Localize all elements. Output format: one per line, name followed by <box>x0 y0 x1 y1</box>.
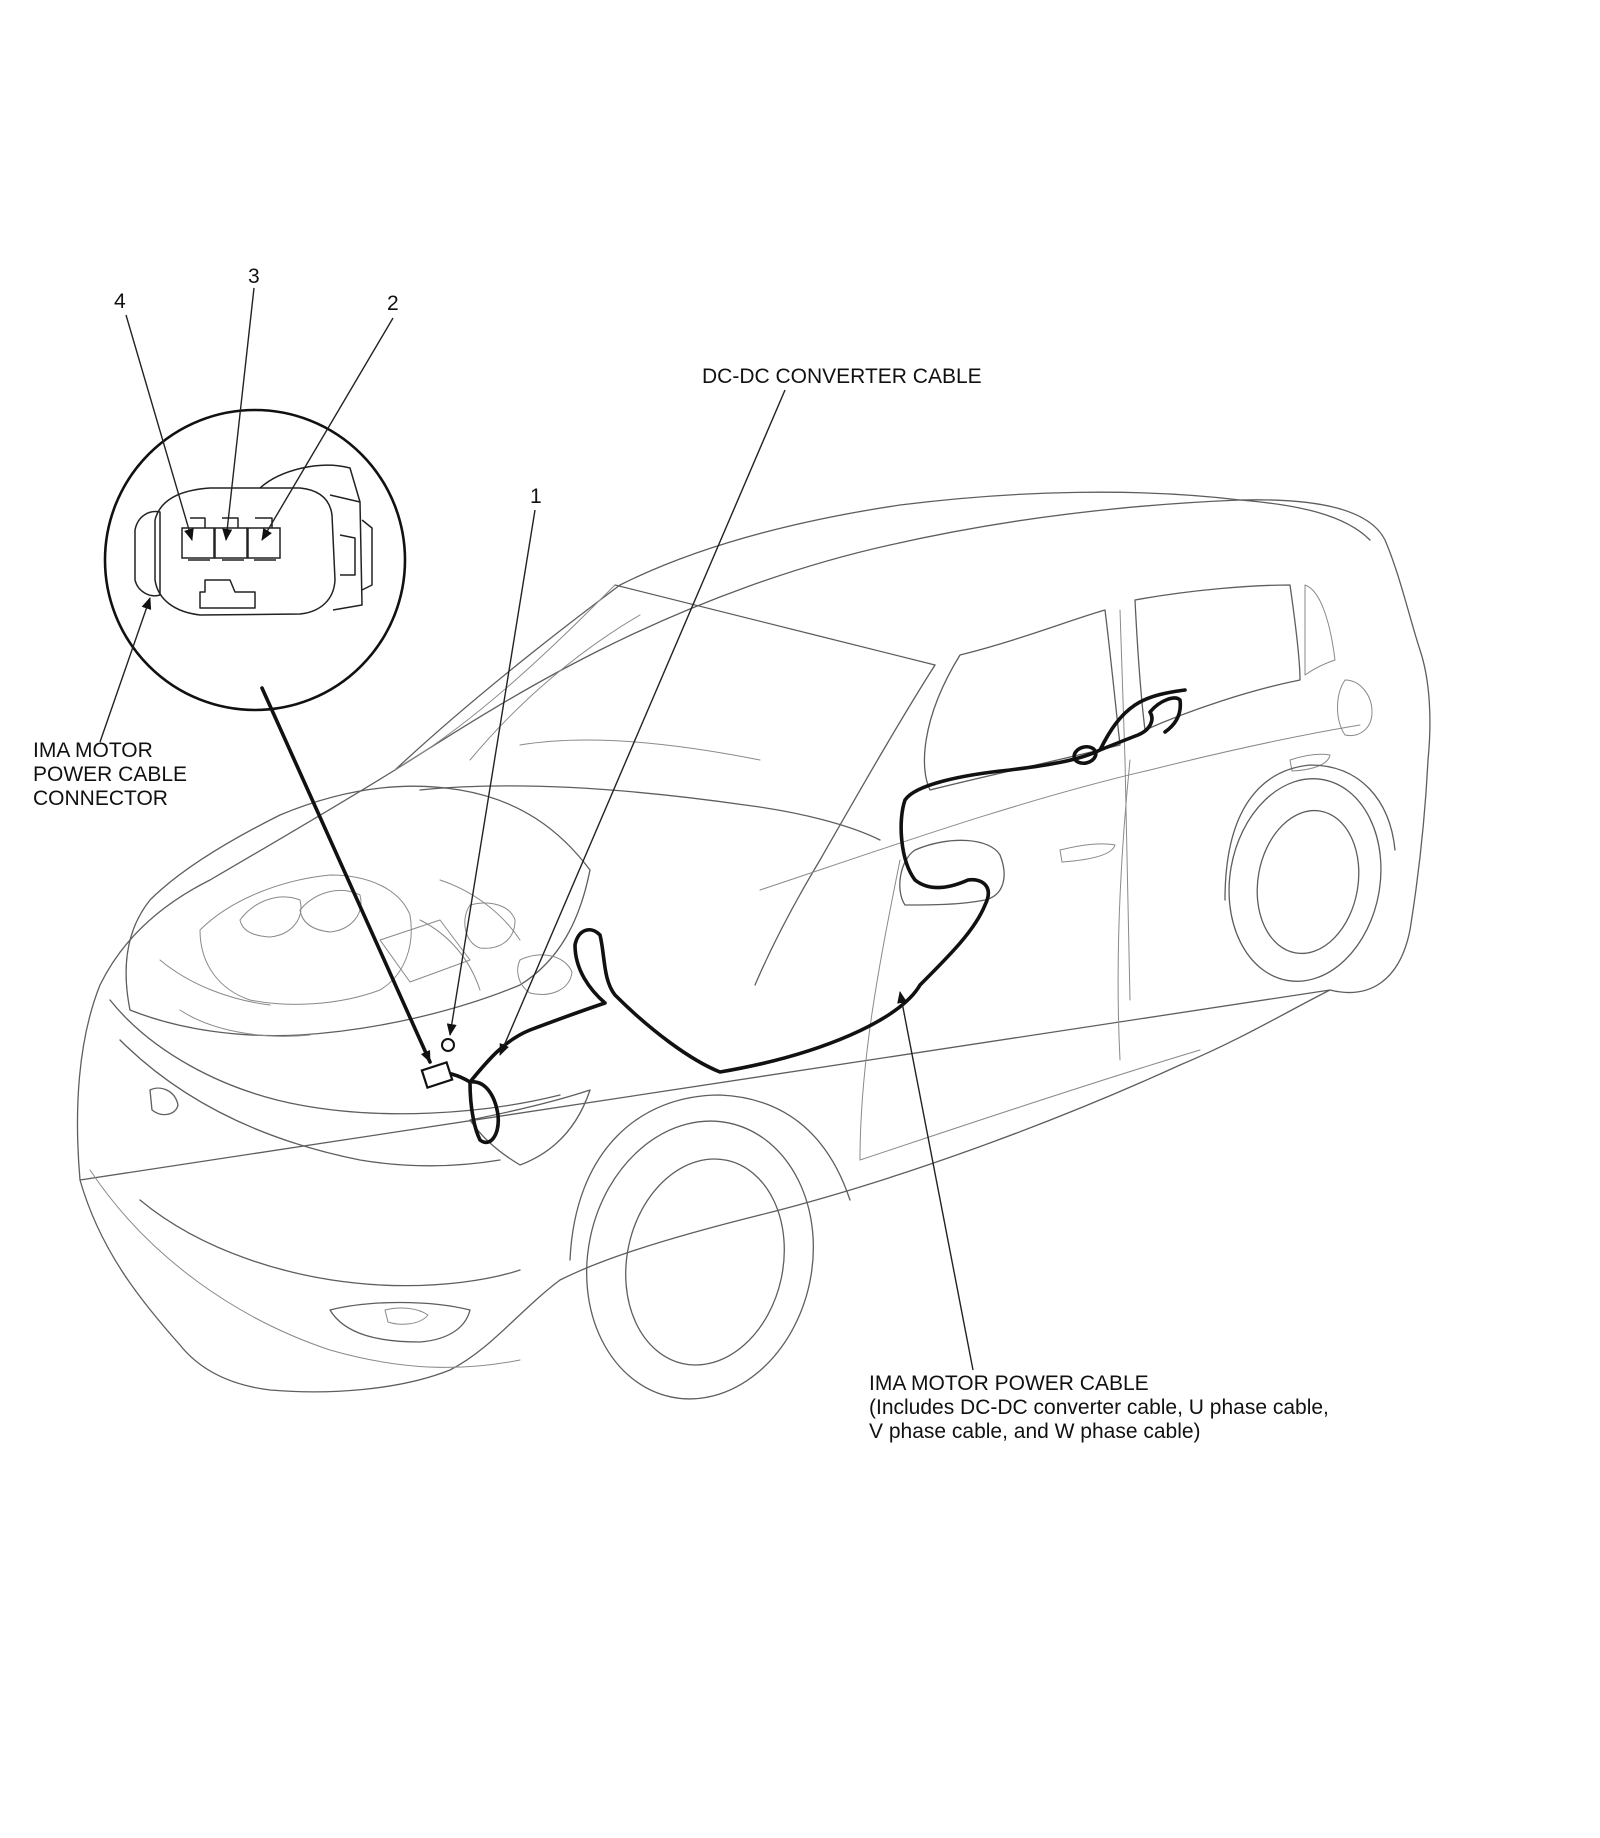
connector-latch <box>339 519 373 591</box>
b-pillar <box>1119 609 1131 1001</box>
hood-edge-left <box>394 584 616 771</box>
connector-back <box>329 494 363 611</box>
detail-pointer-line <box>260 686 432 1064</box>
callout-1: 1 <box>530 485 542 508</box>
fuel-lid <box>1337 679 1373 737</box>
connector-detail-view <box>103 408 407 712</box>
battery-box <box>379 919 471 983</box>
engine-hoses <box>159 879 521 1037</box>
windshield-bottom <box>419 785 881 841</box>
callout-4: 4 <box>114 290 126 313</box>
lower-grille <box>139 1199 521 1287</box>
connector-label-line-1: IMA MOTOR <box>33 739 153 762</box>
leader-dcdc <box>499 389 786 1056</box>
main-power-cable <box>432 688 1187 1084</box>
rear-side-window <box>1134 584 1301 731</box>
power-cable-label-line-3: V phase cable, and W phase cable) <box>869 1420 1201 1443</box>
connector-shroud <box>134 510 161 597</box>
terminal-pin-4 <box>181 527 215 559</box>
leader-1 <box>446 509 536 1036</box>
rocker <box>859 1049 1201 1161</box>
dcdc-converter-cable-label: DC-DC CONVERTER CABLE <box>702 365 982 388</box>
front-door-seam <box>859 859 901 1161</box>
engine-intake-1 <box>239 896 302 938</box>
car-body-outline <box>76 499 1431 1393</box>
car-illustration <box>76 491 1431 1400</box>
rear-wheel-outer <box>1228 778 1382 982</box>
door-handle-rear <box>1289 753 1331 772</box>
labels: 1 2 3 4 DC-DC CONVERTER CABLE IMA MOTOR … <box>33 265 1329 1443</box>
front-wheel-arch <box>569 1094 851 1261</box>
terminal-tabs <box>188 517 276 561</box>
leader-connector-label <box>99 597 152 743</box>
callout-2: 2 <box>387 292 399 315</box>
headlight-right <box>469 1089 591 1166</box>
grommet <box>1072 744 1098 766</box>
windshield-top <box>614 584 936 666</box>
roof-outline <box>394 491 1371 771</box>
rear-door-seam <box>1117 759 1131 1061</box>
rear-quarter-window <box>1304 584 1336 676</box>
fog-light <box>384 1307 429 1325</box>
front-wheel-outer <box>585 1120 815 1400</box>
terminal-pin-3 <box>214 527 248 559</box>
engine-block <box>199 874 412 1005</box>
windshield-inner <box>469 614 761 761</box>
callout-3: 3 <box>248 265 260 288</box>
leader-2 <box>261 317 394 541</box>
rear-wheel-arch <box>1224 764 1396 901</box>
front-emblem <box>149 1087 179 1116</box>
a-pillar <box>754 664 936 986</box>
front-bumper-upper <box>109 999 561 1115</box>
door-handle-front <box>1059 843 1116 863</box>
reservoir <box>464 902 516 949</box>
leader-lines <box>99 287 974 1371</box>
cable-loop-front <box>468 1080 501 1145</box>
front-side-window <box>923 609 1121 791</box>
leader-4 <box>125 314 194 541</box>
leader-power-cable <box>897 991 974 1371</box>
terminal-pin-2 <box>247 527 281 559</box>
front-lip <box>89 1169 521 1368</box>
side-mirror <box>899 839 1005 906</box>
ima-motor-power-cable-route <box>420 688 1187 1145</box>
engine-bay-outline <box>125 785 591 1037</box>
power-cable-label-line-2: (Includes DC-DC converter cable, U phase… <box>869 1396 1329 1419</box>
belt-line <box>759 724 1361 891</box>
front-grille-upper <box>119 1039 501 1167</box>
strut-tower <box>517 954 573 995</box>
front-wheel-inner <box>625 1158 785 1366</box>
connector-label-line-2: POWER CABLE <box>33 763 187 786</box>
connector-housing <box>154 487 336 616</box>
engine-intake-2 <box>299 889 362 933</box>
connector-label-line-3: CONNECTOR <box>33 787 168 810</box>
connector-cable-exit <box>259 464 361 503</box>
rear-wheel-inner <box>1256 809 1360 955</box>
connector-block <box>420 1061 454 1089</box>
connector-lock-tab <box>199 579 256 609</box>
terminal-1 <box>441 1038 455 1052</box>
power-cable-label-line-1: IMA MOTOR POWER CABLE <box>869 1372 1149 1395</box>
leader-3 <box>222 287 255 541</box>
fog-light-housing <box>329 1301 471 1343</box>
